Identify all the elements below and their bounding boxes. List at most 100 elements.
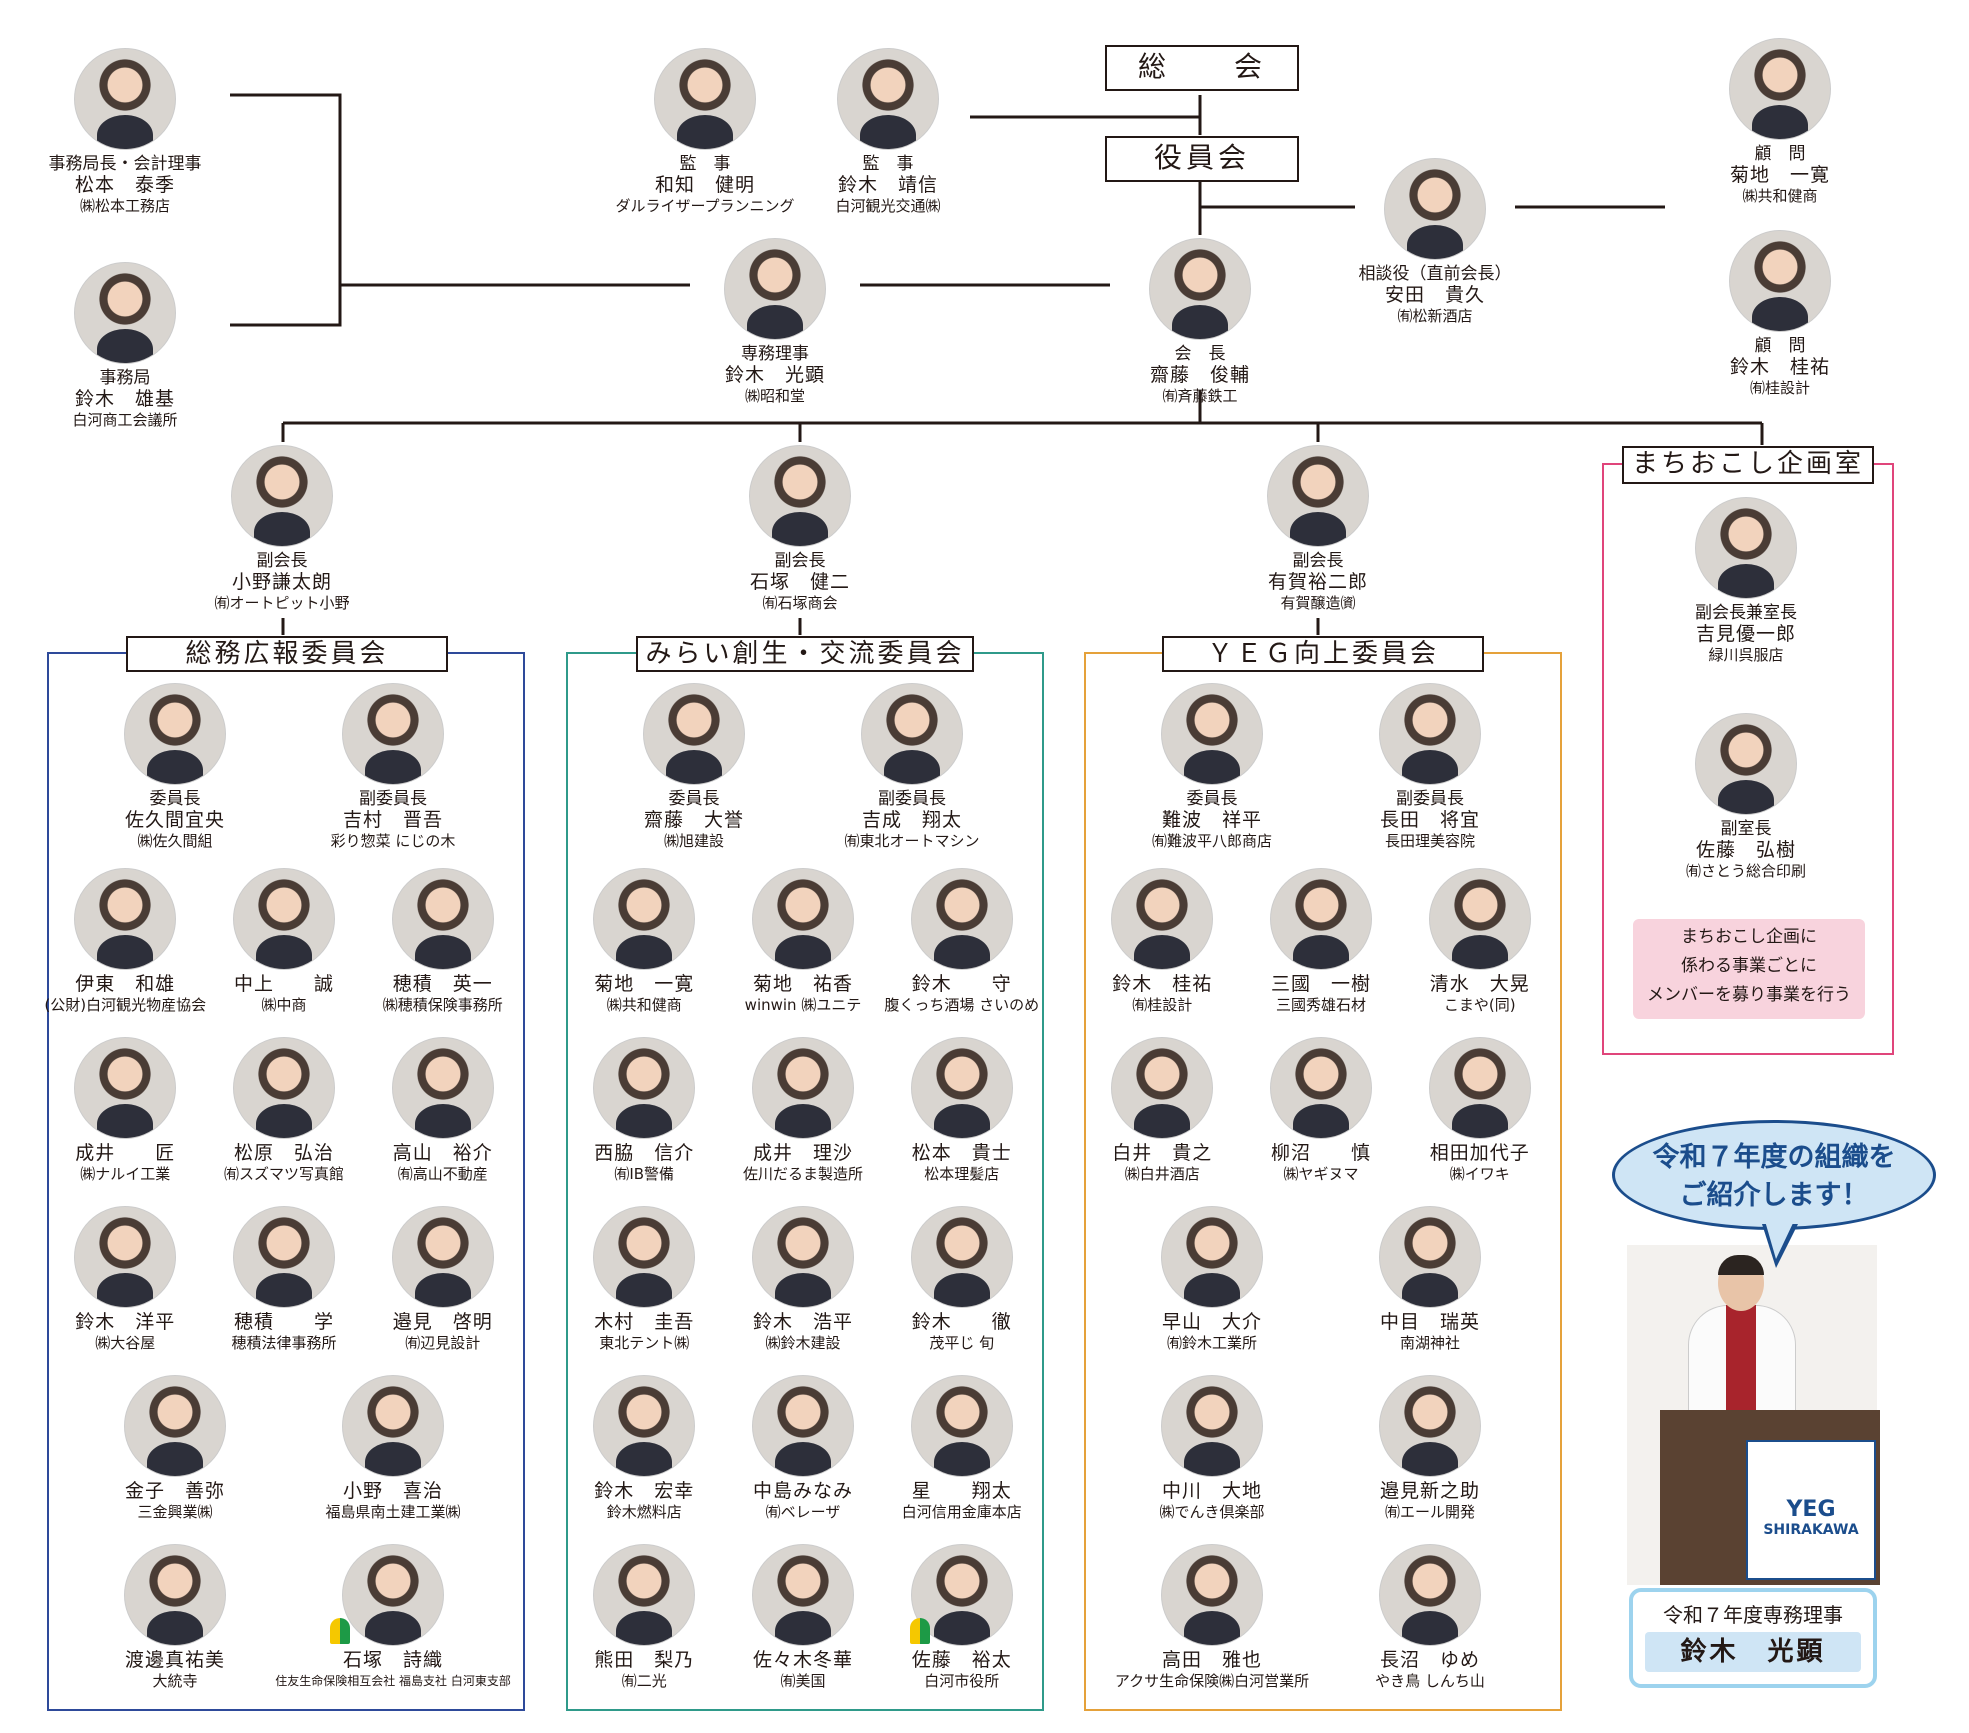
person-name: 相田加代子 xyxy=(1429,1142,1530,1164)
person-org: ㈱佐久間組 xyxy=(137,832,213,850)
person-role: 副委員長 xyxy=(359,789,428,809)
person-name: 穂積 英一 xyxy=(392,973,493,995)
committee-member: 渡邊真祐美大統寺 xyxy=(45,1544,305,1692)
person-org: 大統寺 xyxy=(152,1672,198,1690)
person-org: winwin ㈱ユニテ xyxy=(744,996,862,1014)
photo-avatar xyxy=(1111,868,1214,970)
committee-member: 長沼 ゆめやき鳥 しんち山 xyxy=(1300,1544,1560,1692)
person-name: 早山 大介 xyxy=(1161,1311,1262,1333)
note-line: メンバーを募り事業を行う xyxy=(1647,985,1851,1005)
person-org: 白河信用金庫本店 xyxy=(901,1503,1022,1521)
photo-avatar xyxy=(1160,1206,1263,1308)
committee-member: 三國 一樹三國秀雄石材 xyxy=(1191,868,1451,1016)
photo-avatar xyxy=(1695,713,1797,815)
photo-avatar xyxy=(752,1375,854,1477)
committee-member: 鈴木 浩平㈱鈴木建設 xyxy=(673,1206,933,1354)
note-line: まちおこし企画に xyxy=(1681,927,1817,947)
person-name: 鈴木 守 xyxy=(911,973,1012,995)
person-name: 鈴木 桂祐 xyxy=(1729,356,1830,378)
person-role: 事務局 xyxy=(99,368,151,388)
person-name: 中島みなみ xyxy=(752,1480,853,1502)
person-org: 三國秀雄石材 xyxy=(1275,996,1366,1014)
person-name: 清水 大晃 xyxy=(1429,973,1530,995)
person-role: 副室長 xyxy=(1720,819,1772,839)
person-name: 松原 弘治 xyxy=(233,1142,334,1164)
photo-avatar xyxy=(233,1206,335,1308)
photo-avatar xyxy=(74,262,176,364)
committee-member: 中上 誠㈱中商 xyxy=(154,868,414,1016)
person-name: 齋藤 大誉 xyxy=(643,809,744,831)
photo-avatar xyxy=(74,48,176,150)
person-org: 三金興業㈱ xyxy=(137,1503,213,1521)
person-secretariat: 事務局 鈴木 雄基 白河商工会議所 xyxy=(0,262,255,431)
person-name: 中上 誠 xyxy=(233,973,334,995)
person-org: ㈲辺見設計 xyxy=(405,1334,481,1352)
person-name: 小野謙太朗 xyxy=(231,571,332,593)
committee-member: 成井 匠㈱ナルイ工業 xyxy=(0,1037,255,1185)
person-name: 菊地 一寛 xyxy=(1729,164,1830,186)
committee-member: 金子 善弥三金興業㈱ xyxy=(45,1375,305,1523)
person-org: 穂積法律事務所 xyxy=(231,1334,337,1352)
photo-avatar xyxy=(1729,230,1831,332)
person-name: 齋藤 俊輔 xyxy=(1149,364,1250,386)
person-name: 高山 裕介 xyxy=(392,1142,493,1164)
committee-member: 邉見新之助㈲エール開発 xyxy=(1300,1375,1560,1523)
person-name: 和知 健明 xyxy=(654,174,755,196)
photo-avatar xyxy=(910,868,1013,970)
photo-avatar xyxy=(1379,1544,1482,1646)
committee-member: 相田加代子㈱イワキ xyxy=(1350,1037,1610,1185)
committee-member: 高山 裕介㈲高山不動産 xyxy=(313,1037,573,1185)
person-org: ㈱昭和堂 xyxy=(744,387,805,405)
person-org: ㈱ナルイ工業 xyxy=(80,1165,171,1183)
person-role: 監 事 xyxy=(679,154,731,174)
photo-avatar xyxy=(593,1544,696,1646)
person-name: 吉見優一郎 xyxy=(1695,623,1796,645)
person-name: 長沼 ゆめ xyxy=(1380,1649,1481,1671)
person-secretary-general: 事務局長・会計理事 松本 泰季 ㈱松本工務店 xyxy=(0,48,255,217)
machiokoshi-title: まちおこし企画室 xyxy=(1622,446,1874,484)
person-role: 会 長 xyxy=(1174,344,1226,364)
photo-avatar xyxy=(837,48,939,150)
person-org: 白河商工会議所 xyxy=(72,411,178,429)
photo-avatar xyxy=(231,445,333,547)
committee-member: 熊田 梨乃㈲二光 xyxy=(514,1544,774,1692)
photo-avatar xyxy=(752,1037,854,1139)
person-counselor: 相談役（直前会長） 安田 貴久 ㈲松新酒店 xyxy=(1305,158,1565,327)
person-auditor-2: 監 事 鈴木 靖信 白河観光交通㈱ xyxy=(758,48,1018,217)
photo-avatar xyxy=(642,683,745,785)
person-vice-president-3: 副会長 有賀裕二郎 有賀醸造㈾ xyxy=(1188,445,1448,614)
photo-avatar xyxy=(1428,868,1531,970)
photo-avatar xyxy=(233,868,335,970)
person-org: 南湖神社 xyxy=(1400,1334,1461,1352)
person-name: 熊田 梨乃 xyxy=(594,1649,695,1671)
person-org: 住友生命保険相互会社 福島支社 白河東支部 xyxy=(275,1674,511,1688)
photo-avatar xyxy=(1428,1037,1531,1139)
photo-avatar xyxy=(593,1037,696,1139)
photo-caption: 令和７年度専務理事 鈴木 光顕 xyxy=(1629,1588,1877,1688)
yeg-logo-subtext: SHIRAKAWA xyxy=(1763,1522,1859,1538)
person-name: 伊東 和雄 xyxy=(75,973,176,995)
photo-avatar xyxy=(1729,38,1831,140)
person-org: 長田理美容院 xyxy=(1385,832,1476,850)
photo-avatar xyxy=(1160,1375,1263,1477)
beginner-mark-icon xyxy=(330,1618,350,1644)
person-org: 東北テント㈱ xyxy=(599,1334,690,1352)
person-name: 木村 圭吾 xyxy=(594,1311,695,1333)
person-org: ㈲さとう総合印刷 xyxy=(1685,862,1806,880)
person-vice-president-2: 副会長 石塚 健二 ㈲石塚商会 xyxy=(670,445,930,614)
person-role: 副委員長 xyxy=(1396,789,1465,809)
committee-member: 委員長難波 祥平㈲難波平八郎商店 xyxy=(1082,683,1342,852)
person-name: 中川 大地 xyxy=(1161,1480,1262,1502)
committee-member: 高田 雅也アクサ生命保険㈱白河営業所 xyxy=(1082,1544,1342,1692)
person-name: 吉成 翔太 xyxy=(862,809,963,831)
person-org: ㈲高山不動産 xyxy=(397,1165,488,1183)
person-org: 有賀醸造㈾ xyxy=(1280,594,1356,612)
committee-member: 伊東 和雄(公財)白河観光物産協会 xyxy=(0,868,255,1016)
machiokoshi-head: 副会長兼室長 吉見優一郎 緑川呉服店 xyxy=(1616,497,1876,666)
photo-avatar xyxy=(1379,1375,1482,1477)
committee-member: 鈴木 桂祐㈲桂設計 xyxy=(1032,868,1292,1016)
person-advisor-2: 顧 問 鈴木 桂祐 ㈲桂設計 xyxy=(1650,230,1910,399)
person-name: 金子 善弥 xyxy=(124,1480,225,1502)
committee-title-general-affairs: 総務広報委員会 xyxy=(126,636,448,672)
